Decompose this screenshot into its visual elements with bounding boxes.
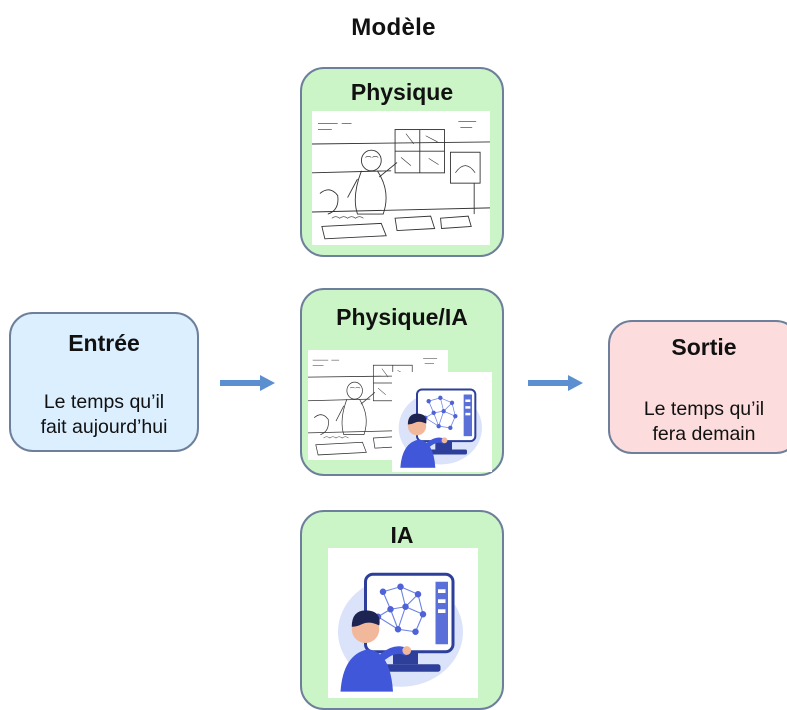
diagram-title: Modèle xyxy=(351,14,436,41)
scientist-sketch-icon xyxy=(312,111,490,245)
model-title-physique-ia: Physique/IA xyxy=(336,304,468,330)
output-title: Sortie xyxy=(671,334,737,360)
model-to-output-arrow xyxy=(528,375,583,391)
model-box-ia: IA xyxy=(300,510,504,710)
input-text-line1: Le temps qu’il xyxy=(43,391,165,413)
input-box: Entrée Le temps qu’il fait aujourd’hui xyxy=(9,312,199,452)
model-box-physique: Physique xyxy=(300,67,504,257)
input-title: Entrée xyxy=(68,330,140,356)
model-title-ia: IA xyxy=(390,522,414,548)
input-to-model-arrow xyxy=(220,375,275,391)
output-box: Sortie Le temps qu’il fera demain xyxy=(608,320,787,454)
model-title-physique: Physique xyxy=(350,79,454,105)
input-text-line2: fait aujourd’hui xyxy=(40,416,168,438)
output-text-line1: Le temps qu’il xyxy=(643,398,765,420)
ai-network-computer-icon xyxy=(328,548,478,698)
ai-network-computer-small-icon xyxy=(392,372,492,472)
output-text-line2: fera demain xyxy=(652,423,756,445)
model-box-physique-ia: Physique/IA xyxy=(300,288,504,476)
